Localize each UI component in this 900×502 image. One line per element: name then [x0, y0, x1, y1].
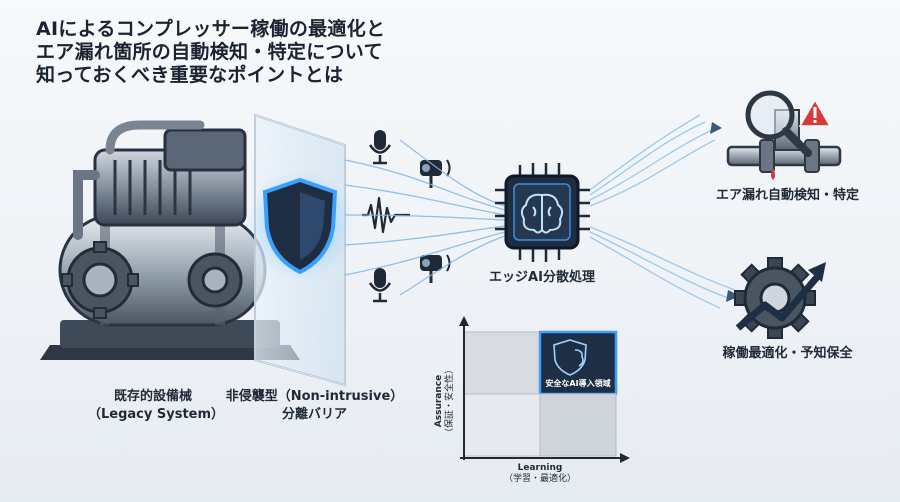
matrix-y-subtitle: （保証・安全性）	[445, 365, 455, 438]
microphone-icon	[368, 130, 392, 165]
legacy-label-line-1: 既存的設備械	[113, 389, 192, 404]
arrow-icon	[710, 122, 740, 302]
camera-sensor-icon	[420, 159, 451, 188]
barrier-panel	[245, 113, 355, 387]
matrix-x-subtitle: （学習・最適化）	[503, 474, 576, 484]
legacy-label-line-2: （Legacy System）	[88, 407, 225, 422]
gear-icon	[187, 252, 243, 308]
legacy-system-label: 既存的設備械 （Legacy System）	[88, 388, 225, 424]
assurance-learning-matrix	[459, 316, 630, 463]
title-line-2: エア漏れ箇所の自動検知・特定について	[36, 41, 383, 63]
brain-shield-icon	[553, 339, 587, 376]
output-flow-lines	[589, 114, 736, 309]
brain-icon	[520, 193, 564, 234]
title-line-3: 知っておくべき重要なポイントとは	[36, 64, 344, 86]
compressor-illustration	[40, 120, 300, 360]
title-line-1: AIによるコンプレッサー稼働の最適化と	[36, 18, 386, 40]
data-flow-lines	[344, 139, 506, 296]
matrix-highlight-label: 安全なAI導入領域	[545, 379, 611, 388]
warning-icon	[798, 98, 832, 127]
edge-ai-chip	[494, 163, 590, 262]
shield-icon	[262, 177, 338, 275]
gear-icon	[61, 241, 139, 319]
matrix-y-title: Assurance	[434, 374, 444, 428]
page-title: AIによるコンプレッサー稼働の最適化と エア漏れ箇所の自動検知・特定について 知…	[36, 18, 396, 87]
barrier-label: 非侵襲型（Non-intrusive） 分離バリア	[222, 388, 407, 424]
barrier-label-line-2: 分離バリア	[281, 407, 347, 422]
barrier-label-line-1: 非侵襲型（Non-intrusive）	[225, 389, 404, 404]
microphone-icon	[368, 268, 392, 303]
matrix-y-axis-label: Assurance （保証・安全性）	[434, 351, 456, 451]
optimization-label: 稼働最適化・予知保全	[722, 346, 853, 361]
magnifier-icon	[745, 90, 812, 157]
matrix-x-title: Learning	[517, 463, 563, 473]
matrix-x-axis-label: Learning （学習・最適化）	[490, 463, 590, 485]
edge-ai-label: エッジAI分散処理	[489, 270, 595, 285]
camera-sensor-icon	[420, 254, 451, 283]
trend-arrow-icon	[735, 262, 826, 331]
leak-detection-label: エア漏れ自動検知・特定	[715, 188, 859, 203]
